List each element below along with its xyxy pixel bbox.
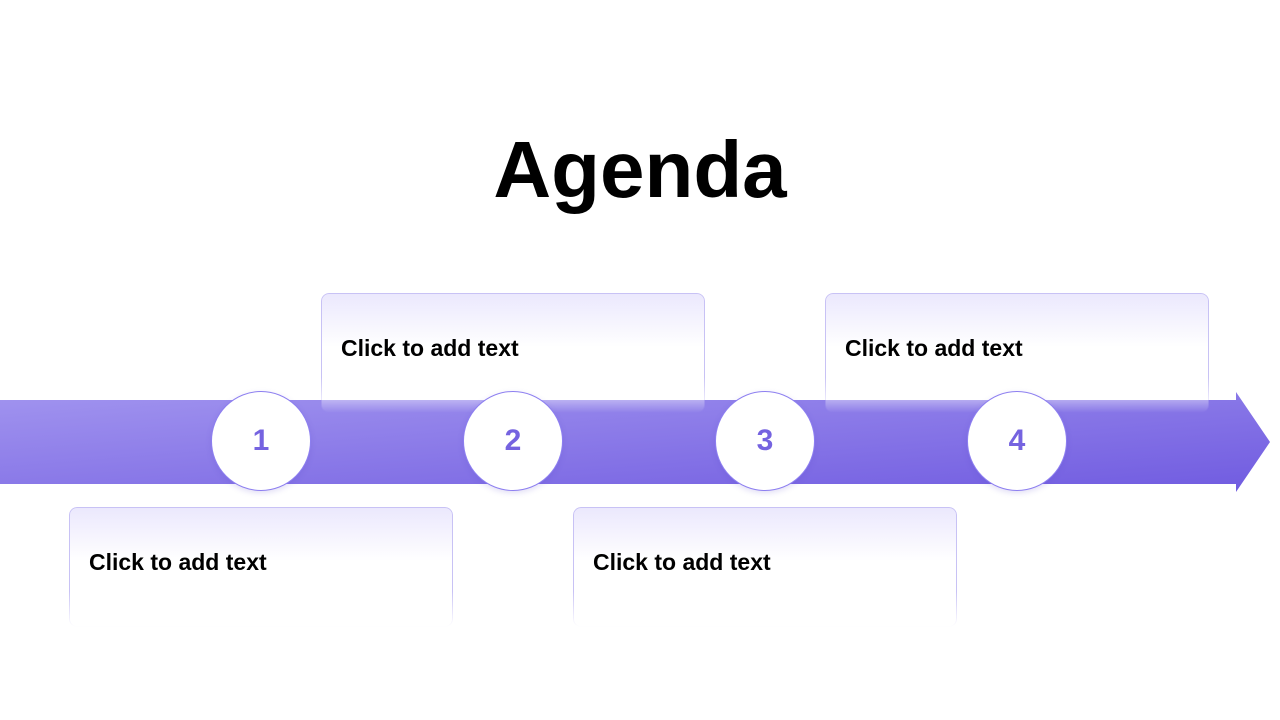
agenda-card-3-text[interactable]: Click to add text bbox=[593, 549, 771, 575]
timeline-arrow bbox=[0, 392, 1270, 492]
step-number-1: 1 bbox=[252, 424, 270, 457]
agenda-card-2-text[interactable]: Click to add text bbox=[341, 335, 519, 361]
agenda-card-4-text[interactable]: Click to add text bbox=[845, 335, 1023, 361]
step-number-2: 2 bbox=[504, 424, 522, 457]
step-circle-2[interactable]: 2 bbox=[463, 391, 563, 491]
step-circle-3[interactable]: 3 bbox=[715, 391, 815, 491]
timeline-arrow-shape bbox=[0, 392, 1270, 492]
step-circle-1[interactable]: 1 bbox=[211, 391, 311, 491]
step-number-4: 4 bbox=[1008, 424, 1026, 457]
agenda-card-1[interactable]: Click to add text bbox=[69, 507, 453, 627]
slide-title[interactable]: Agenda bbox=[493, 125, 787, 214]
agenda-card-1-text[interactable]: Click to add text bbox=[89, 549, 267, 575]
step-circle-4[interactable]: 4 bbox=[967, 391, 1067, 491]
agenda-card-3[interactable]: Click to add text bbox=[573, 507, 957, 627]
agenda-card-4[interactable]: Click to add text bbox=[825, 293, 1209, 413]
step-number-3: 3 bbox=[756, 424, 774, 457]
